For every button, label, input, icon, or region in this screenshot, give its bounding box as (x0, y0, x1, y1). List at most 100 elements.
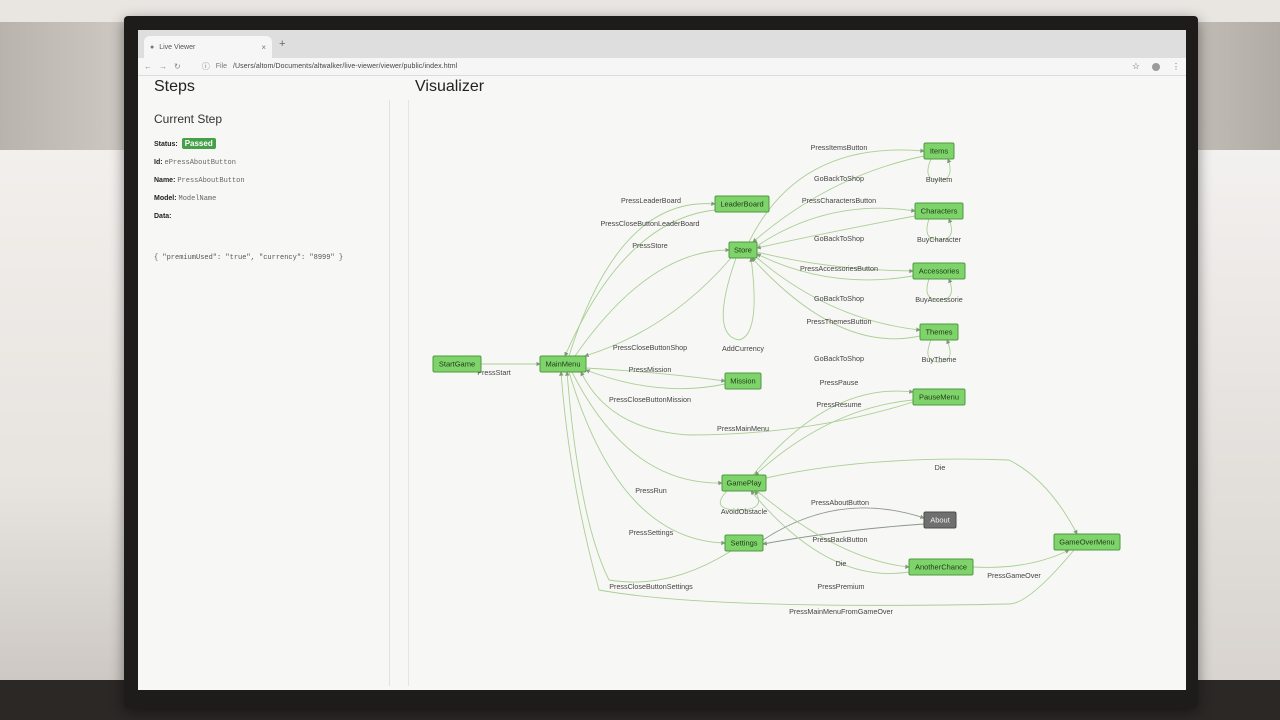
node-box (539, 355, 587, 373)
edge-label-e30: PressCloseButtonSettings (609, 582, 693, 591)
graph-edge-e6[interactable] (722, 257, 755, 341)
booth-poster-left (0, 150, 130, 710)
graph-edge-e13[interactable] (756, 251, 914, 274)
forward-arrow-icon[interactable]: → (159, 62, 167, 71)
graph-edge-e23[interactable] (580, 371, 914, 436)
node-label: Mission (730, 377, 755, 386)
graph-edge-e27[interactable] (568, 371, 726, 546)
graph-node-settings[interactable]: Settings (724, 534, 764, 552)
graph-node-accessories[interactable]: Accessories (912, 262, 966, 280)
status-row: Status: Passed (154, 138, 216, 149)
current-step-heading: Current Step (154, 112, 223, 126)
graph-edge-e11[interactable] (756, 215, 916, 250)
graph-edge-e5[interactable] (584, 257, 732, 358)
edge-label-e6: AddCurrency (722, 344, 764, 353)
graph-edge-e30[interactable] (565, 371, 732, 583)
graph-edge-e34[interactable] (559, 371, 1075, 606)
reload-icon[interactable]: ↻ (174, 62, 181, 71)
graph-edge-e3[interactable] (564, 209, 716, 357)
browser-tab-live-viewer[interactable]: ● Live Viewer × (144, 36, 272, 58)
edge-label-e19: PressMission (629, 365, 672, 374)
name-label: Name: (154, 177, 176, 184)
node-box (724, 534, 764, 552)
graph-node-leaderboard[interactable]: LeaderBoard (714, 195, 770, 213)
model-label: Model: (154, 195, 177, 202)
steps-heading: Steps (154, 78, 195, 95)
data-json-value: { "premiumUsed": "true", "currency": "89… (154, 254, 344, 262)
url-text[interactable]: /Users/altom/Documents/altwalker/live-vi… (232, 63, 458, 70)
graph-edge-e28[interactable] (762, 507, 925, 541)
node-label: Items (930, 147, 949, 156)
edge-label-e18: BuyTheme (922, 355, 957, 364)
info-icon[interactable]: ⓘ (201, 62, 210, 71)
tab-title: Live Viewer (159, 43, 196, 51)
graph-edge-e33[interactable] (972, 549, 1070, 568)
graph-edge-e22[interactable] (754, 399, 914, 476)
graph-node-store[interactable]: Store (728, 241, 758, 259)
graph-edge-e7[interactable] (748, 148, 925, 243)
graph-edge-e20[interactable] (585, 369, 726, 390)
graph-node-gameplay[interactable]: GamePlay (721, 474, 767, 492)
edge-label-e4: PressStore (632, 241, 668, 250)
graph-edge-e15[interactable] (926, 278, 953, 301)
back-arrow-icon[interactable]: ← (144, 62, 152, 71)
bookmark-star-icon[interactable]: ☆ (1131, 61, 1140, 71)
graph-edge-e31[interactable] (756, 490, 910, 569)
node-label: Accessories (919, 267, 960, 276)
graph-edge-e4[interactable] (574, 247, 730, 357)
edge-label-e34: PressMainMenuFromGameOver (789, 607, 893, 616)
edge-label-e9: BuyItem (926, 175, 952, 184)
graph-edge-e16[interactable] (754, 255, 921, 332)
edge-label-e1: PressStart (477, 368, 511, 377)
node-label: StartGame (439, 360, 475, 369)
graph-node-mission[interactable]: Mission (724, 372, 762, 390)
new-tab-button[interactable]: + (279, 38, 286, 50)
model-graph[interactable]: PressStart PressLeaderBoardPressCloseButt… (409, 100, 1179, 686)
graph-node-pausemenu[interactable]: PauseMenu (912, 388, 966, 406)
graph-edge-e24[interactable] (571, 371, 723, 486)
edge-label-e32: PressPremium (817, 582, 864, 591)
edge-label-e5: PressCloseButtonShop (613, 343, 687, 352)
node-box (923, 511, 957, 529)
node-label: GameOverMenu (1059, 538, 1114, 547)
graph-edge-e2[interactable] (568, 201, 716, 357)
address-bar[interactable]: ⓘ File /Users/altom/Documents/altwalker/… (188, 61, 1125, 72)
graph-node-gameovermenu[interactable]: GameOverMenu (1053, 533, 1121, 551)
edge-label-e23: PressMainMenu (717, 424, 769, 433)
graph-edge-e26[interactable] (765, 458, 1078, 535)
profile-avatar-icon[interactable] (1152, 62, 1160, 71)
model-value: ModelName (178, 195, 217, 203)
graph-edge-e29[interactable] (762, 523, 925, 546)
graph-node-mainmenu[interactable]: MainMenu (539, 355, 587, 373)
visualizer-heading: Visualizer (415, 78, 485, 95)
graph-edge-e17[interactable] (751, 257, 921, 340)
close-icon[interactable]: × (261, 42, 266, 52)
graph-edge-e19[interactable] (585, 367, 726, 383)
graph-node-about[interactable]: About (923, 511, 957, 529)
graph-edge-e12[interactable] (926, 218, 953, 241)
graph-edge-e9[interactable] (927, 158, 952, 181)
node-label: Characters (921, 207, 958, 216)
graph-edge-e21[interactable] (752, 389, 914, 476)
graph-edge-e8[interactable] (752, 155, 925, 243)
data-row: Data: (154, 213, 172, 220)
graph-node-items[interactable]: Items (923, 142, 955, 160)
edge-label-e27: PressSettings (629, 528, 674, 537)
graph-edge-e18[interactable] (927, 339, 951, 363)
graph-edge-e32[interactable] (750, 490, 910, 574)
edge-label-e20: PressCloseButtonMission (609, 395, 691, 404)
graph-node-themes[interactable]: Themes (919, 323, 959, 341)
node-label: PauseMenu (919, 393, 959, 402)
kebab-menu-icon[interactable]: ⋮ (1172, 62, 1180, 71)
graph-node-startgame[interactable]: StartGame (432, 355, 482, 373)
edge-label-e17: GoBackToShop (814, 354, 864, 363)
edge-label-e2: PressLeaderBoard (621, 196, 681, 205)
node-label: LeaderBoard (720, 200, 763, 209)
node-box (923, 142, 955, 160)
graph-edge-e10[interactable] (756, 207, 916, 247)
edge-label-e12: BuyCharacter (917, 235, 962, 244)
graph-node-characters[interactable]: Characters (914, 202, 964, 220)
node-box (1053, 533, 1121, 551)
graph-edge-e14[interactable] (756, 253, 914, 281)
graph-node-anotherchance[interactable]: AnotherChance (908, 558, 974, 576)
